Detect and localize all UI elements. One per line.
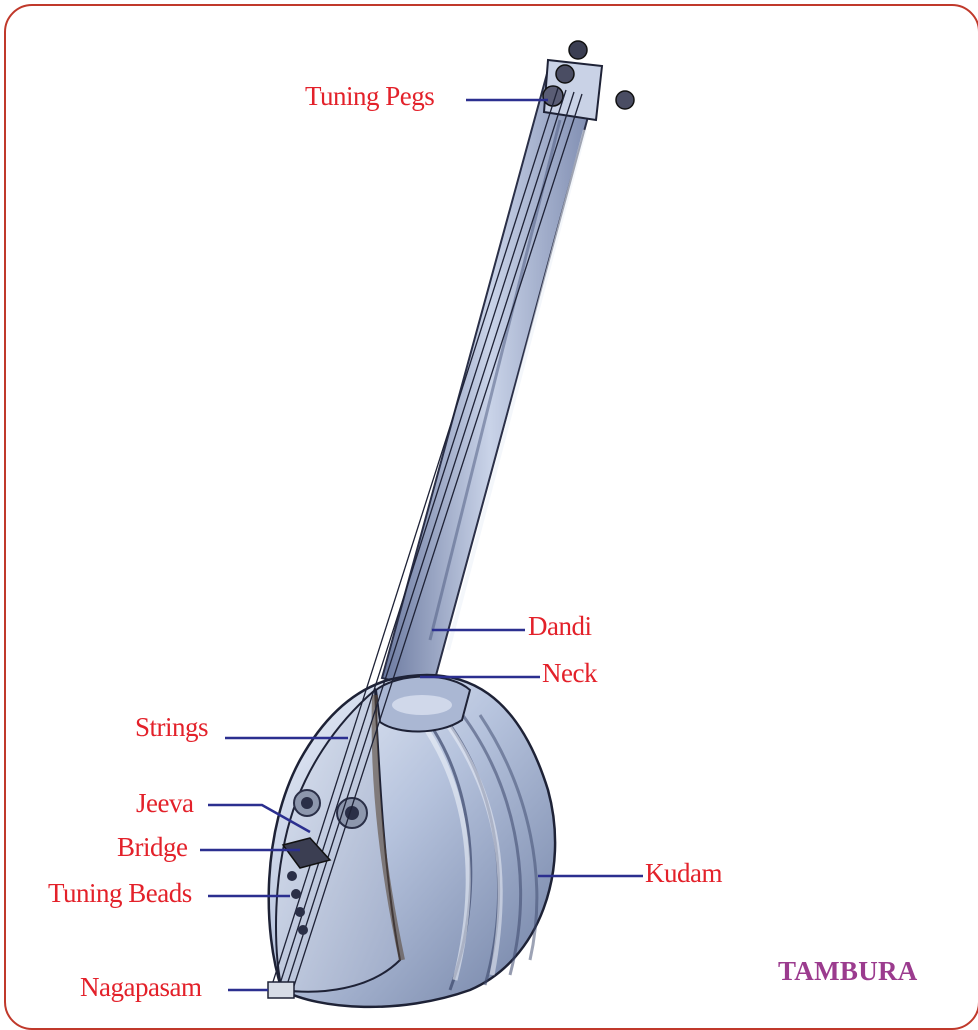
diagram-title: TAMBURA bbox=[778, 958, 918, 985]
tuning-bead-2 bbox=[291, 889, 301, 899]
label-neck: Neck bbox=[542, 660, 597, 687]
tuning-bead-1 bbox=[287, 871, 297, 881]
tuning-bead-3 bbox=[295, 907, 305, 917]
tuning-peg-1 bbox=[569, 41, 587, 59]
tuning-bead-4 bbox=[298, 925, 308, 935]
label-nagapasam: Nagapasam bbox=[80, 974, 201, 1001]
label-tuning-beads: Tuning Beads bbox=[48, 880, 192, 907]
label-tuning-pegs: Tuning Pegs bbox=[305, 83, 434, 110]
label-kudam: Kudam bbox=[645, 860, 722, 887]
tuning-peg-2 bbox=[556, 65, 574, 83]
label-dandi: Dandi bbox=[528, 613, 591, 640]
label-strings: Strings bbox=[135, 714, 208, 741]
label-jeeva: Jeeva bbox=[136, 790, 193, 817]
label-bridge: Bridge bbox=[117, 834, 188, 861]
tuning-peg-4 bbox=[616, 91, 634, 109]
nagapasam-block bbox=[268, 982, 294, 998]
